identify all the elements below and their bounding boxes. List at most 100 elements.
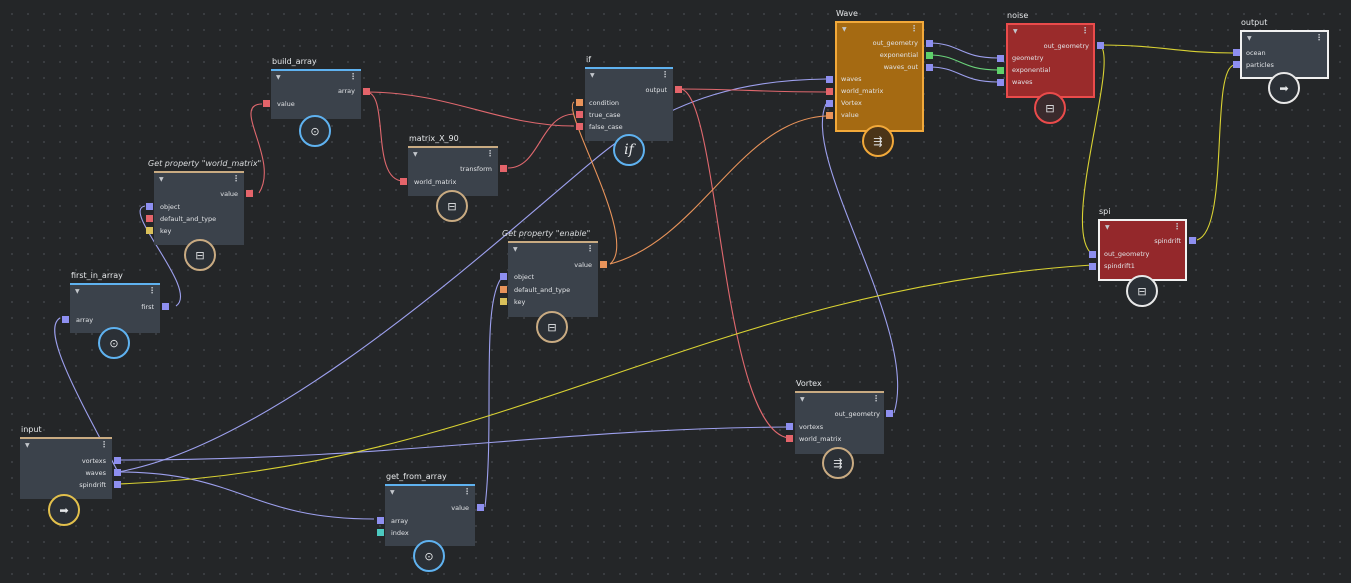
in-port-object[interactable]	[146, 203, 153, 210]
node-input[interactable]: input ▼ ⋮ vortexs waves spindrift ➡	[20, 425, 121, 526]
in-port-geometry[interactable]	[997, 55, 1004, 62]
in-port-value[interactable]	[263, 100, 270, 107]
node-title: input	[21, 425, 42, 434]
in-port-spindrift1[interactable]	[1089, 263, 1096, 270]
out-port-value[interactable]	[246, 190, 253, 197]
in-port-value[interactable]	[826, 112, 833, 119]
node-first-in-array[interactable]: first_in_array ▼ ⋮ first array ⊙	[62, 271, 169, 359]
node-matrix-x-90[interactable]: matrix_X_90 ▼ ⋮ transform world_matrix ⊟	[400, 134, 507, 222]
port-label-key: key	[514, 298, 526, 306]
node-get-enable[interactable]: Get property "enable" ▼ ⋮ value object d…	[500, 229, 607, 343]
port-label-array: array	[391, 517, 409, 525]
node-build-array[interactable]: build_array ▼ ⋮ array value ⊙	[263, 57, 370, 147]
menu-icon[interactable]: ⋮	[872, 394, 880, 403]
menu-icon[interactable]: ⋮	[1081, 26, 1089, 35]
collapse-icon[interactable]: ▼	[1247, 35, 1252, 42]
collapse-icon[interactable]: ▼	[75, 288, 80, 295]
collapse-icon[interactable]: ▼	[1105, 224, 1110, 231]
menu-icon[interactable]: ⋮	[1315, 33, 1323, 42]
out-port-vortexs[interactable]	[114, 457, 121, 464]
node-spi[interactable]: spi ▼ ⋮ spindrift out_geometry spindrift…	[1089, 207, 1196, 307]
out-port-spindrift[interactable]	[1189, 237, 1196, 244]
in-port-vortexs[interactable]	[786, 423, 793, 430]
out-port-out-geometry[interactable]	[886, 410, 893, 417]
menu-icon[interactable]: ⋮	[463, 487, 471, 496]
in-port-array[interactable]	[62, 316, 69, 323]
out-port-exponential[interactable]	[926, 52, 933, 59]
in-port-world-matrix[interactable]	[826, 88, 833, 95]
collapse-icon[interactable]: ▼	[413, 151, 418, 158]
in-port-condition[interactable]	[576, 99, 583, 106]
node-title: Get property "enable"	[502, 229, 591, 238]
out-port-transform[interactable]	[500, 165, 507, 172]
out-port-spindrift[interactable]	[114, 481, 121, 488]
in-port-default[interactable]	[146, 215, 153, 222]
in-port-out-geometry[interactable]	[1089, 251, 1096, 258]
out-port-waves[interactable]	[114, 469, 121, 476]
menu-icon[interactable]: ⋮	[148, 286, 156, 295]
collapse-icon[interactable]: ▼	[276, 74, 281, 81]
node-noise[interactable]: noise ▼ ⋮ out_geometry geometry exponent…	[997, 11, 1104, 124]
out-port-first[interactable]	[162, 303, 169, 310]
out-port-output[interactable]	[675, 86, 682, 93]
node-if[interactable]: if ▼ ⋮ output condition true_case false_…	[576, 55, 682, 166]
out-port-out-geometry[interactable]	[1097, 42, 1104, 49]
port-label-world-matrix: world_matrix	[799, 435, 842, 443]
menu-icon[interactable]: ⋮	[349, 72, 357, 81]
out-port-value[interactable]	[477, 504, 484, 511]
in-port-exponential[interactable]	[997, 67, 1004, 74]
in-port-waves[interactable]	[826, 76, 833, 83]
in-port-array[interactable]	[377, 517, 384, 524]
module-icon: ⊟	[1034, 92, 1066, 124]
menu-icon[interactable]: ⋮	[910, 24, 918, 33]
port-label-vortex: Vortex	[841, 99, 862, 107]
menu-icon[interactable]: ⋮	[661, 70, 669, 79]
in-port-particles[interactable]	[1233, 61, 1240, 68]
collapse-icon[interactable]: ▼	[842, 26, 847, 33]
port-label-particles: particles	[1246, 61, 1274, 69]
menu-icon[interactable]: ⋮	[232, 174, 240, 183]
out-port-array[interactable]	[363, 88, 370, 95]
collapse-icon[interactable]: ▼	[25, 442, 30, 449]
in-port-ocean[interactable]	[1233, 49, 1240, 56]
menu-icon[interactable]: ⋮	[100, 440, 108, 449]
in-port-world-matrix[interactable]	[400, 178, 407, 185]
out-port-out-geometry[interactable]	[926, 40, 933, 47]
out-port-waves-out[interactable]	[926, 64, 933, 71]
in-port-index[interactable]	[377, 529, 384, 536]
in-port-key[interactable]	[500, 298, 507, 305]
collapse-icon[interactable]: ▼	[800, 396, 805, 403]
wire-wave-to-noise-geometry	[928, 42, 999, 59]
collapse-icon[interactable]: ▼	[390, 489, 395, 496]
collapse-icon[interactable]: ▼	[1013, 28, 1018, 35]
node-get-from-array[interactable]: get_from_array ▼ ⋮ value array index ⊙	[377, 472, 484, 572]
collapse-icon[interactable]: ▼	[590, 72, 595, 79]
menu-icon[interactable]: ⋮	[486, 149, 494, 158]
wire-input-spindrift-to-spi	[117, 264, 1093, 485]
node-vortex[interactable]: Vortex ▼ ⋮ out_geometry vortexs world_ma…	[786, 379, 893, 479]
wire-get-world-to-build-array	[250, 103, 265, 194]
in-port-vortex[interactable]	[826, 100, 833, 107]
node-wave[interactable]: Wave ▼ ⋮ out_geometry exponential waves_…	[826, 9, 933, 157]
node-get-world-matrix[interactable]: Get property "world_matrix" ▼ ⋮ value ob…	[146, 159, 261, 271]
in-port-waves[interactable]	[997, 79, 1004, 86]
menu-icon[interactable]: ⋮	[586, 244, 594, 253]
node-output[interactable]: output ▼ ⋮ ocean particles ➡	[1233, 18, 1329, 104]
in-port-default[interactable]	[500, 286, 507, 293]
out-port-value[interactable]	[600, 261, 607, 268]
node-body: ▼ ⋮ value object default_and_type key	[508, 241, 598, 317]
node-body: ▼ ⋮ spindrift out_geometry spindrift1	[1098, 219, 1187, 281]
in-port-world-matrix[interactable]	[786, 435, 793, 442]
in-port-true-case[interactable]	[576, 111, 583, 118]
wire-input-vortexs-to-vortex	[117, 426, 790, 461]
node-body: ▼ ⋮ first array	[70, 283, 160, 333]
node-body: ▼ ⋮ value object default_and_type key	[154, 171, 244, 245]
node-body: ▼ ⋮ output condition true_case false_cas…	[585, 67, 673, 141]
menu-icon[interactable]: ⋮	[1173, 222, 1181, 231]
in-port-object[interactable]	[500, 273, 507, 280]
node-body: ▼ ⋮ value array index	[385, 484, 475, 546]
collapse-icon[interactable]: ▼	[159, 176, 164, 183]
in-port-false-case[interactable]	[576, 123, 583, 130]
in-port-key[interactable]	[146, 227, 153, 234]
collapse-icon[interactable]: ▼	[513, 246, 518, 253]
